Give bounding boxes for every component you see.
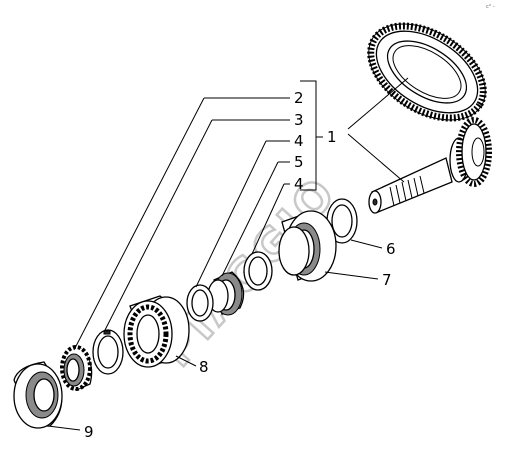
label-6: 6 xyxy=(386,240,396,258)
label-4-lower: 4 xyxy=(294,175,304,193)
part-1-pinion-shaft xyxy=(368,117,492,214)
corner-mark: c° - xyxy=(486,4,495,10)
shaft-splines xyxy=(389,175,425,207)
callout-labels: 1 2 3 4 5 4 6 7 8 9 xyxy=(84,89,396,441)
part-9-dust-cover xyxy=(13,361,63,429)
part-5-collar xyxy=(207,271,245,316)
part-4-spacer-upper xyxy=(243,251,273,291)
label-3: 3 xyxy=(294,111,304,129)
leader-lines xyxy=(47,77,409,431)
part-7-bearing xyxy=(278,210,337,282)
part-8-tapered-bearing xyxy=(123,295,190,368)
part-3-lock-washer xyxy=(92,329,124,375)
part-1-ring-gear xyxy=(367,22,487,122)
label-9: 9 xyxy=(84,423,94,441)
label-2: 2 xyxy=(294,89,304,107)
label-8: 8 xyxy=(199,358,209,376)
label-4-upper: 4 xyxy=(294,132,304,150)
part-2-ring-nut xyxy=(60,345,93,391)
label-7: 7 xyxy=(382,271,392,289)
bearing-rollers xyxy=(127,304,169,364)
pinion-gear xyxy=(456,117,492,187)
part-4-spacer-lower xyxy=(186,284,214,322)
label-1: 1 xyxy=(327,128,337,146)
label-5: 5 xyxy=(294,153,304,171)
